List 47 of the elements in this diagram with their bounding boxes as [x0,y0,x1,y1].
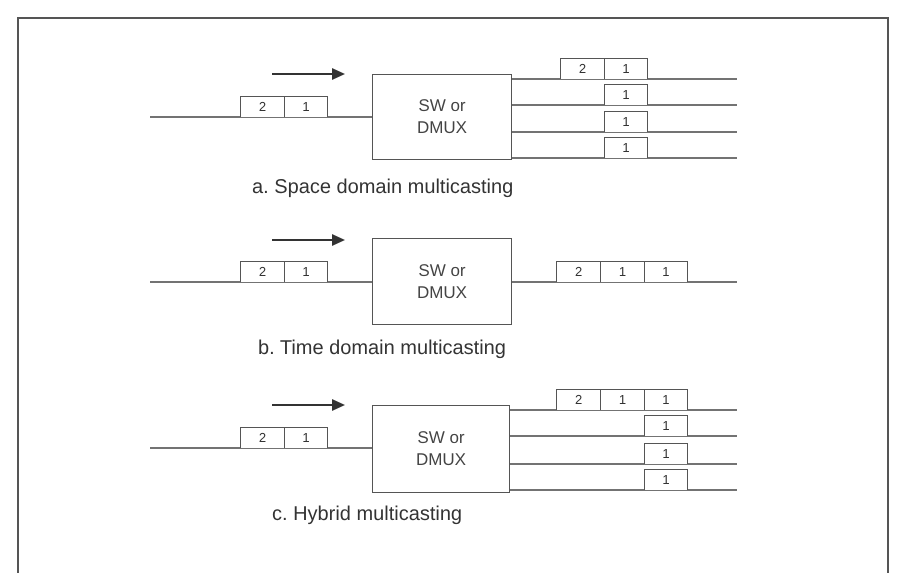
signal-line [510,409,737,411]
packet-slot: 1 [284,262,327,282]
packet-slot: 1 [645,444,687,464]
packet-slot: 1 [605,112,647,132]
switch-box [372,405,510,493]
packet-slot: 1 [600,262,644,282]
packet-slot: 1 [604,59,647,79]
switch-label: SW or DMUX [416,95,468,139]
switch-label: SW or DMUX [414,427,468,471]
packet-slot: 1 [605,138,647,158]
packet-frame [240,261,328,282]
signal-line [510,435,737,437]
signal-line [150,281,372,283]
signal-line [512,104,737,106]
packet-frame [240,96,328,117]
packet-slot: 1 [644,262,688,282]
packet-frame [556,261,688,282]
panel-caption: c. Hybrid multicasting [272,503,462,526]
packet-slot: 1 [644,390,688,410]
packet-slot: 1 [645,416,687,436]
packet-slot: 1 [284,428,327,448]
panel-caption: b. Time domain multicasting [258,337,506,360]
switch-box [372,238,512,325]
packet-slot: 1 [605,85,647,105]
signal-line [512,78,737,80]
signal-line [510,489,737,491]
signal-line [150,447,372,449]
signal-line [512,157,737,159]
signal-line [512,281,737,283]
packet-frame [240,427,328,448]
signal-line [510,463,737,465]
packet-slot: 2 [561,59,604,79]
packet-slot: 2 [241,97,284,117]
packet-frame [556,389,688,410]
packet-slot: 1 [284,97,327,117]
packet-frame [560,58,648,79]
packet-slot: 2 [557,262,600,282]
packet-slot: 2 [241,428,284,448]
signal-line [150,116,372,118]
switch-box [372,74,512,160]
packet-slot: 2 [241,262,284,282]
packet-slot: 1 [645,470,687,490]
panel-caption: a. Space domain multicasting [252,176,514,199]
signal-line [512,131,737,133]
packet-slot: 2 [557,390,600,410]
packet-slot: 1 [600,390,644,410]
switch-label: SW or DMUX [416,260,468,304]
